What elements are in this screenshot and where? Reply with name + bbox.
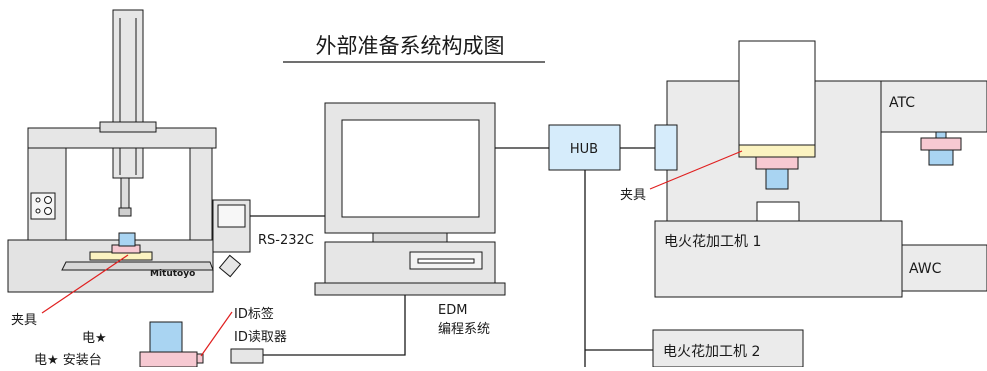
pc-drive-slot [417,258,475,264]
edm1-lower-body [654,220,903,298]
cmm-knob [44,207,52,215]
diagram-title: 外部准备系统构成图 [316,34,505,58]
pc-workstation [314,102,506,296]
leader-fixture-left [41,254,129,314]
cmm-brand-label: Mitutoyo [150,269,195,279]
id-tag-label: ID标签 [234,306,274,322]
id-reader-label: ID读取器 [234,330,287,345]
edm1-workpiece [756,201,800,222]
cmm-column [112,9,144,179]
leader-lines [41,150,743,357]
awc-unit [901,244,987,292]
cmm-bridge-top [99,121,157,133]
id-tag-chip [196,353,204,364]
edm1-electrode-mount [755,156,799,170]
controller-screen [217,204,246,228]
id-reader-cable [263,292,406,356]
edm1-network-adapter [654,124,678,171]
cmm-knob [44,196,52,204]
edm1-label: 电火花加工机 1 [664,234,761,250]
atc-tool-electrode [928,149,954,166]
edm1-electrode [765,168,789,190]
rs232c-label: RS-232C [258,233,314,248]
leader-id-tag [200,311,233,357]
edm-machine-1 [654,40,987,298]
hub-label: HUB [570,142,598,157]
connection-lines [250,147,655,367]
electrode-block [149,321,183,353]
electrode-label: 电★ [82,331,107,346]
edm1-spindle-head [738,40,816,146]
cmm-workpiece [118,232,136,247]
pc-screen [341,119,480,218]
edm2-label: 电火花加工机 2 [663,344,760,360]
cmm-machine [7,9,242,293]
atc-unit [880,80,987,133]
edm-label-line1: EDM [438,303,467,318]
awc-label: AWC [909,261,942,277]
pc-monitor-stand [372,232,448,243]
atc-tool-mount [920,137,962,151]
cmm-probe [120,177,130,213]
pc-keyboard [314,282,506,296]
cmm-knob [35,208,41,214]
cmm-controller [212,199,251,253]
hub-box [548,124,621,171]
id-reader-device [230,348,264,364]
atc-tool-holder [935,131,947,139]
cmm-joystick [218,254,242,278]
electrode-mount-label: 电★ 安装台 [34,353,102,367]
electrode-mount-block [139,351,198,368]
leader-fixture-right [649,150,743,190]
cmm-probe-tip [118,207,132,217]
cmm-panel [30,192,56,220]
edm-label-line2: 编程系统 [438,322,490,337]
fixture-label-left: 夹具 [11,313,37,328]
atc-label: ATC [889,95,915,111]
cmm-right-leg [189,147,213,245]
edm1-fixture [738,144,816,158]
cmm-table-top [61,261,214,271]
fixture-label-right: 夹具 [620,188,646,203]
cmm-knob [35,197,41,203]
edm-machine-2 [652,329,804,368]
